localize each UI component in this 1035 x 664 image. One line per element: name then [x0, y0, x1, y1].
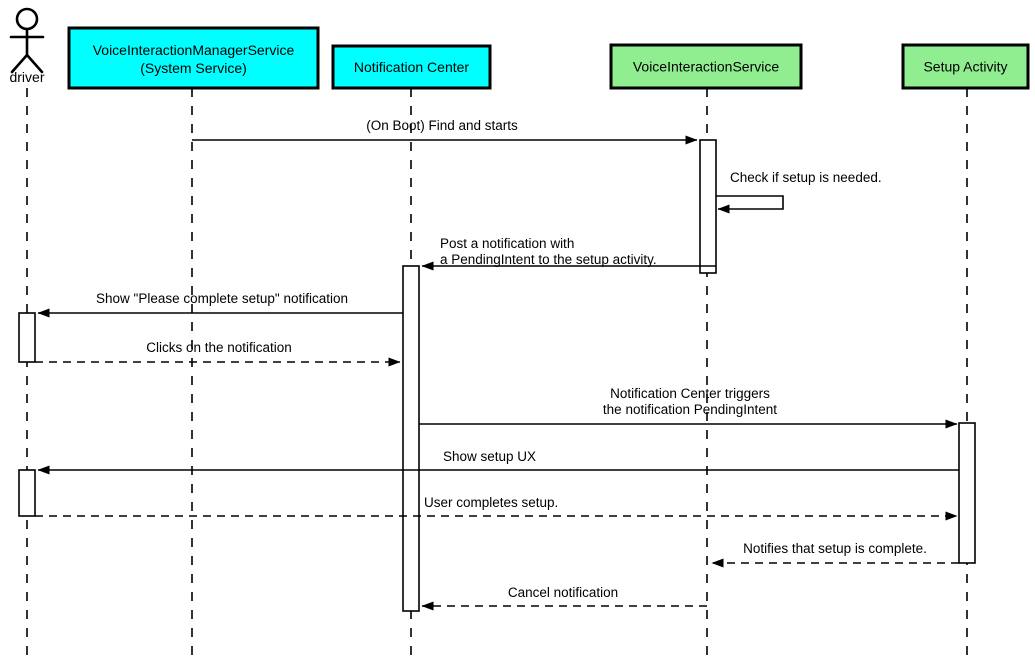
participant-label-setup-activity: Setup Activity — [923, 59, 1007, 75]
participant-box-notification-center[interactable] — [331, 44, 492, 90]
message-show-please-complete-setup-notification: Show "Please complete setup" notificatio… — [37, 291, 403, 318]
actor-right-leg-icon — [25, 53, 44, 74]
participant-label-voice-interaction-service: VoiceInteractionService — [633, 59, 780, 75]
participant-setup-activity[interactable]: Setup Activity — [901, 43, 1030, 90]
activation-bar-voice-interaction-service — [699, 139, 717, 274]
message-cancel-notification: Cancel notification — [421, 585, 707, 611]
participant-vims[interactable]: VoiceInteractionManagerService (System Se… — [67, 26, 320, 90]
message-label-cancel-notification: Cancel notification — [508, 585, 618, 600]
message-label-notification-center-triggers-pendingintent: Notification Center triggers — [610, 386, 770, 401]
activation-bar-driver — [18, 312, 36, 363]
message-label-show-setup-ux: Show setup UX — [443, 449, 536, 464]
activation-bars-layer — [18, 139, 976, 612]
activation-bar-notification-center — [402, 265, 420, 612]
message-on-boot-find-and-starts: (On Boot) Find and starts — [192, 118, 698, 145]
participant-box-vims[interactable] — [67, 26, 320, 90]
message-label-notifies-that-setup-is-complete: Notifies that setup is complete. — [743, 541, 927, 556]
message-clicks-on-the-notification: Clicks on the notification — [35, 340, 401, 367]
message-label-check-if-setup-is-needed: Check if setup is needed. — [730, 170, 882, 185]
message-label-on-boot-find-and-starts: (On Boot) Find and starts — [366, 118, 518, 133]
participant-label-driver: driver — [9, 69, 44, 85]
participant-heads-layer: driver VoiceInteractionManagerService (Sys… — [9, 7, 1030, 90]
participant-box-setup-activity[interactable] — [901, 43, 1030, 90]
participant-box-voice-interaction-service[interactable] — [609, 43, 803, 90]
message-label-post-a-notification: Post a notification with — [440, 236, 574, 251]
message-label-user-completes-setup: User completes setup. — [424, 495, 558, 510]
message-show-setup-ux: Show setup UX — [37, 449, 959, 475]
message-check-if-setup-is-needed: Check if setup is needed. — [716, 170, 882, 214]
message-label-post-a-notification: a PendingIntent to the setup activity. — [440, 252, 657, 267]
participant-voice-interaction-service[interactable]: VoiceInteractionService — [609, 43, 803, 90]
message-arrow-check-if-setup-is-needed — [716, 195, 784, 214]
participant-sublabel-vims: (System Service) — [140, 60, 247, 76]
activation-bar-driver — [18, 469, 36, 517]
participant-notification-center[interactable]: Notification Center — [331, 44, 492, 90]
message-label-clicks-on-the-notification: Clicks on the notification — [146, 340, 292, 355]
activation-bar-setup-activity — [958, 422, 976, 564]
message-user-completes-setup: User completes setup. — [35, 495, 958, 521]
message-label-notification-center-triggers-pendingintent: the notification PendingIntent — [603, 402, 777, 417]
message-label-show-please-complete-setup-notification: Show "Please complete setup" notificatio… — [96, 291, 348, 306]
participant-label-vims: VoiceInteractionManagerService — [93, 42, 295, 58]
participant-driver[interactable]: driver — [9, 7, 45, 85]
participant-label-notification-center: Notification Center — [354, 59, 470, 75]
message-notifies-that-setup-is-complete: Notifies that setup is complete. — [711, 541, 959, 568]
actor-left-leg-icon — [10, 53, 29, 74]
